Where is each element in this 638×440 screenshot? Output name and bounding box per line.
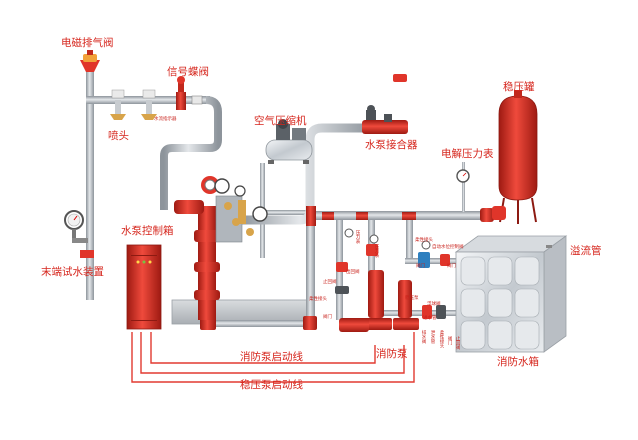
label-small-13: 进水管	[423, 316, 437, 321]
pressure-tank	[492, 90, 538, 224]
signal-wires	[131, 332, 415, 383]
label-small-4: 压力表	[374, 244, 379, 258]
intake-valves	[418, 240, 450, 319]
label-small-6: 止回阀	[323, 280, 337, 285]
electric-pressure-gauge	[456, 169, 470, 183]
fire-pumps	[335, 228, 419, 332]
label-small-15: 泄水管	[430, 330, 435, 344]
label-electric-pressure-gauge: 电解压力表	[441, 148, 494, 160]
label-small-12: 浮球阀	[427, 302, 441, 307]
end-test-device	[64, 210, 94, 258]
label-air-compressor: 空气压缩机	[254, 115, 307, 127]
label-overflow-pipe: 溢流管	[570, 245, 602, 257]
pump-adapter	[362, 74, 408, 134]
label-small-18: 止回阀	[455, 336, 460, 350]
water-flow-indicator	[191, 95, 203, 105]
label-sprinkler-head: 喷头	[108, 130, 129, 142]
label-fire-pump: 消防泵	[376, 348, 408, 360]
pump-control-box	[126, 244, 162, 330]
solenoid-vent-valve	[80, 50, 100, 72]
signal-butterfly-valve	[176, 76, 186, 110]
label-pump-adapter: 水泵接合器	[365, 139, 418, 151]
label-fire-water-tank: 消防水箱	[497, 356, 539, 368]
label-small-5: 阀门	[323, 315, 332, 320]
fire-water-tank	[454, 235, 568, 353]
alarm-valve-group	[174, 176, 268, 320]
label-small-11: 稳压泵	[405, 296, 419, 301]
label-small-3: 柔性接头	[309, 297, 327, 302]
sprinkler-heads	[110, 89, 157, 120]
label-fire-pump-start-line: 消防泵启动线	[240, 351, 303, 363]
label-small-8: 柔性接头	[415, 238, 433, 243]
label-end-test-device: 末端试水装置	[41, 266, 104, 278]
label-small-14: 排水阀	[421, 330, 426, 344]
label-pressure-tank: 稳压罐	[503, 81, 535, 93]
air-compressor	[265, 119, 313, 164]
label-pump-control-box: 水泵控制箱	[121, 225, 174, 237]
label-small-2: 出回阀	[346, 270, 360, 275]
label-small-10: 阀门	[416, 264, 425, 269]
label-solenoid-vent-valve: 电磁排气阀	[61, 37, 114, 49]
label-signal-butterfly-valve: 信号蝶阀	[167, 66, 209, 78]
label-water-flow-indicator: 水流指示器	[154, 117, 177, 122]
label-small-1: 压力表	[355, 230, 360, 244]
label-small-17: 阀门	[447, 336, 452, 345]
label-small-9: 自动水位控制阀	[432, 245, 464, 250]
label-small-7: 阀门	[447, 264, 456, 269]
label-pressure-pump-start-line: 稳压泵启动线	[240, 379, 303, 391]
label-small-16: 柔性接头	[439, 330, 444, 348]
